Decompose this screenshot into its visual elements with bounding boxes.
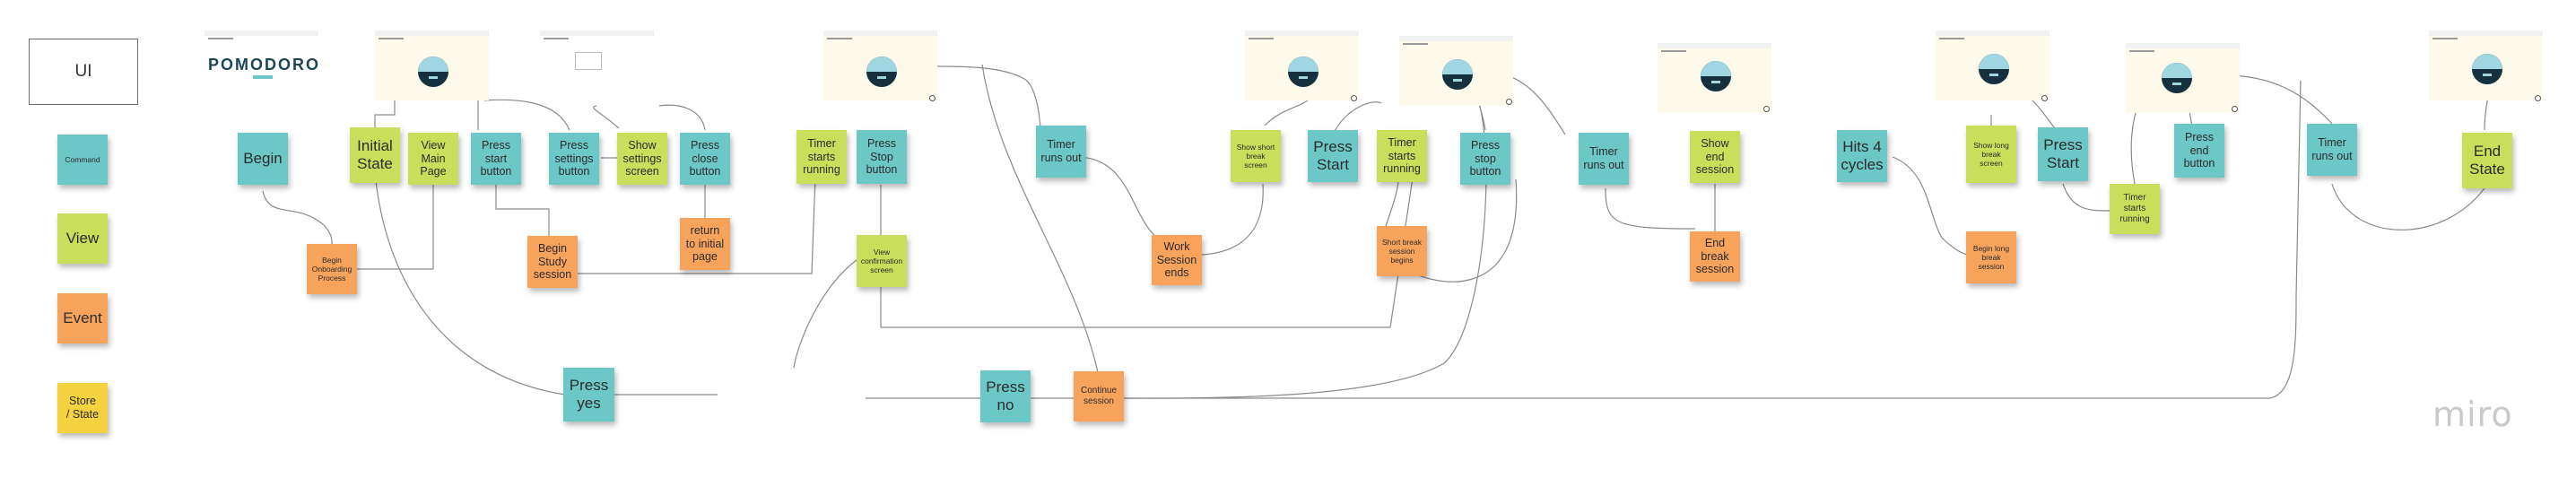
connector-anchor-dot xyxy=(929,95,936,101)
connector-runs-out3-to-end xyxy=(2331,183,2485,230)
note-work-session-ends[interactable]: Work Session ends xyxy=(1152,235,1202,285)
note-begin-study-session[interactable]: Begin Study session xyxy=(527,236,578,288)
connector-anchor-dot xyxy=(1763,106,1770,112)
connector-anchor-dot xyxy=(1351,95,1357,101)
connector-anchor-dot xyxy=(1506,99,1512,105)
timer-dial-icon xyxy=(418,57,448,87)
note-end-state[interactable]: End State xyxy=(2462,133,2512,188)
connector-short-to-shot xyxy=(1264,98,1310,126)
note-press-start-1[interactable]: Press Start xyxy=(1308,130,1358,182)
note-begin-long-break[interactable]: Begin long break session xyxy=(1966,231,2016,283)
note-show-long-break-screen[interactable]: Show long break screen xyxy=(1966,126,2016,183)
note-initial-state[interactable]: Initial State xyxy=(350,127,400,183)
note-begin[interactable]: Begin xyxy=(238,133,288,185)
connector-end-state-to-shot xyxy=(2484,96,2489,131)
timer-dial-icon xyxy=(1701,61,1731,91)
connector-runs-out2-to-end-break xyxy=(1605,187,1696,230)
note-press-start-button[interactable]: Press start button xyxy=(471,133,521,185)
connector-anchor-dot xyxy=(2232,106,2238,112)
connector-big-curve xyxy=(981,64,1100,378)
connector-cycles-to-long xyxy=(1892,156,1974,257)
note-begin-onboarding[interactable]: Begin Onboarding Process xyxy=(307,244,357,294)
note-hits-4-cycles[interactable]: Hits 4 cycles xyxy=(1837,130,1887,182)
connector-start-to-study xyxy=(495,185,550,236)
legend-ui-box[interactable]: UI xyxy=(29,39,138,105)
timer-dial-icon xyxy=(2472,54,2502,84)
note-show-end-session[interactable]: Show end session xyxy=(1690,131,1740,183)
legend-event-note[interactable]: Event xyxy=(57,293,108,344)
legend-store-note[interactable]: Store / State xyxy=(57,383,108,433)
note-show-short-break-screen[interactable]: Show short break screen xyxy=(1231,130,1281,182)
note-press-settings-button[interactable]: Press settings button xyxy=(549,133,599,185)
settings-panel-icon xyxy=(575,52,602,70)
note-press-stop-button-2[interactable]: Press stop button xyxy=(1460,133,1510,185)
note-press-no[interactable]: Press no xyxy=(980,370,1031,422)
connector-close-to-shot xyxy=(658,104,706,131)
note-press-end-button[interactable]: Press end button xyxy=(2174,124,2224,178)
note-timer-starts-running-1[interactable]: Timer starts running xyxy=(796,130,847,184)
connector-anchor-dot xyxy=(2041,95,2048,101)
timer-dial-icon xyxy=(1979,54,2009,84)
connector-runs-out-to-work xyxy=(1075,156,1158,239)
timer-dial-icon xyxy=(1288,57,1318,87)
note-timer-runs-out-3[interactable]: Timer runs out xyxy=(2307,124,2357,176)
timer-dial-icon xyxy=(2162,63,2192,93)
note-timer-runs-out-1[interactable]: Timer runs out xyxy=(1036,126,1086,178)
connector-onboarding-to-view-main xyxy=(357,185,434,270)
connector-show-settings-to-shot xyxy=(593,105,620,129)
note-press-close-button[interactable]: Press close button xyxy=(680,133,730,185)
note-short-break-begins[interactable]: Short break session begins xyxy=(1377,226,1427,276)
note-press-start-2[interactable]: Press Start xyxy=(2038,127,2088,181)
connector-press-start-to-disc1 xyxy=(457,96,479,130)
legend-command-note[interactable]: Command xyxy=(57,135,108,185)
connector-start2-to-timer3 xyxy=(2062,183,2110,212)
note-timer-starts-running-2[interactable]: Timer starts running xyxy=(1377,130,1427,182)
logo-button-mark xyxy=(253,75,273,79)
note-return-initial-page[interactable]: return to initial page xyxy=(680,218,730,270)
note-press-yes[interactable]: Press yes xyxy=(563,368,614,422)
connector-confirm-to-left xyxy=(793,259,857,369)
note-end-break-session[interactable]: End break session xyxy=(1690,231,1740,282)
note-view-main-page[interactable]: View Main Page xyxy=(408,133,458,185)
timer-dial-icon xyxy=(866,57,897,87)
screen-thumbnail-logo[interactable] xyxy=(205,30,318,100)
legend-view-note[interactable]: View xyxy=(57,213,108,264)
connector-begin-to-onboarding xyxy=(262,190,333,245)
note-continue-session[interactable]: Continue session xyxy=(1074,371,1124,422)
pomodoro-logo: POMODORO xyxy=(208,56,321,74)
miro-brand-logo: miro xyxy=(2432,395,2513,434)
connector-work-to-short xyxy=(1201,183,1264,256)
note-timer-runs-out-2[interactable]: Timer runs out xyxy=(1579,133,1629,185)
connector-press-settings-to-shot xyxy=(483,99,570,131)
note-view-confirmation-screen[interactable]: View confirmation screen xyxy=(857,235,907,287)
note-show-settings-screen[interactable]: Show settings screen xyxy=(617,133,667,185)
timer-dial-icon xyxy=(1442,59,1473,90)
connector-anchor-dot xyxy=(2535,95,2541,101)
note-timer-starts-running-3[interactable]: Timer starts running xyxy=(2110,184,2160,234)
note-press-stop-button-1[interactable]: Press Stop button xyxy=(857,130,907,184)
